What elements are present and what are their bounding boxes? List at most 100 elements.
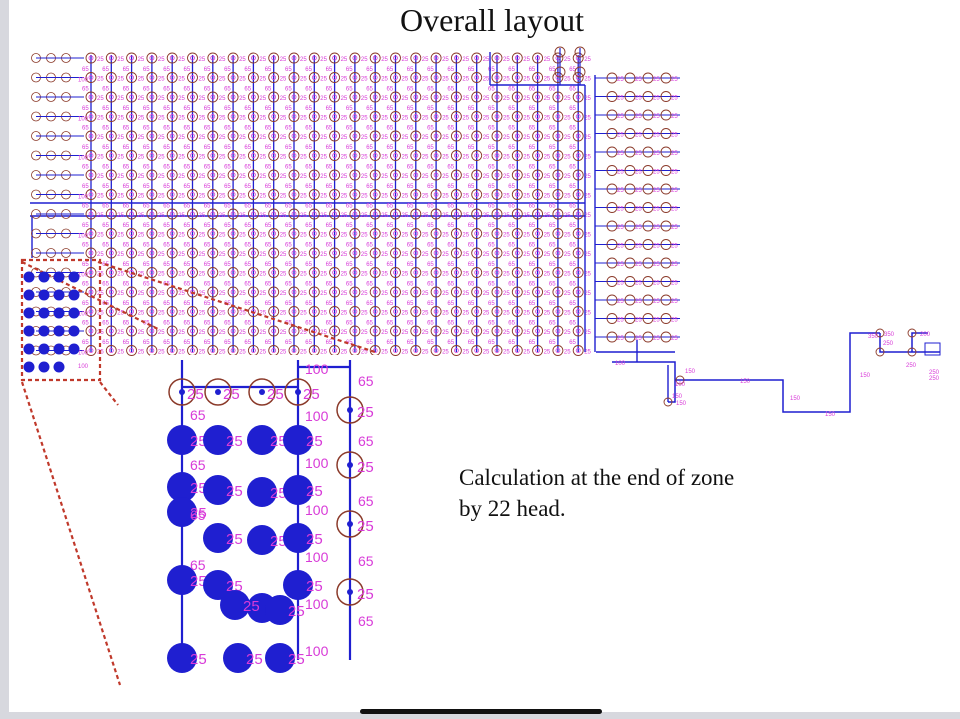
sprinkler-head-icon (433, 153, 439, 158)
branch-pipe-label: 65 (366, 282, 373, 288)
sprinkler-head-icon (552, 72, 564, 83)
sprinkler-head-icon (85, 52, 97, 64)
sprinkler-head-icon (572, 247, 584, 259)
sprinkler-tag: 25 (544, 116, 551, 122)
sprinkler-head-icon (271, 172, 277, 178)
branch-pipe-label: 65 (326, 106, 333, 112)
sprinkler-head-icon (349, 247, 361, 259)
sprinkler-head-icon (372, 309, 378, 314)
branch-pipe-label: 65 (143, 67, 150, 73)
sprinkler-head-icon (552, 169, 564, 181)
sprinkler-tag: 25 (303, 386, 320, 403)
sprinkler-head-icon (511, 130, 523, 142)
branch-pipe-label: 65 (82, 106, 89, 112)
sprinkler-tag: 25 (300, 116, 307, 122)
sprinkler-head-icon (88, 250, 94, 256)
branch-pipe-label: 65 (265, 87, 272, 93)
sprinkler-head-icon (85, 306, 97, 317)
branch-pipe-label: 65 (305, 106, 312, 112)
sprinkler-tag: 25 (199, 116, 206, 122)
sprinkler-tag: 25 (617, 207, 624, 213)
sprinkler-head-icon (606, 313, 618, 324)
sprinkler-tag: 25 (544, 330, 551, 336)
branch-pipe-label: 65 (366, 87, 373, 93)
sprinkler-head-icon (248, 378, 276, 406)
flowing-head-icon (167, 643, 197, 673)
sprinkler-head-icon (474, 114, 480, 119)
sprinkler-tag: 25 (320, 57, 327, 63)
sprinkler-head-icon (291, 55, 297, 61)
sprinkler-tag: 25 (442, 350, 449, 356)
sprinkler-tag: 25 (239, 174, 246, 180)
sprinkler-head-icon (572, 325, 584, 337)
sprinkler-head-icon (471, 169, 483, 181)
branch-pipe-label: 65 (346, 243, 353, 249)
sprinkler-head-icon (129, 114, 134, 119)
sprinkler-head-icon (227, 111, 239, 122)
branch-pipe-label: 65 (529, 106, 536, 112)
sprinkler-tag: 25 (483, 174, 490, 180)
branch-pipe-label: 65 (204, 87, 211, 93)
sprinkler-head-icon (271, 55, 277, 61)
sprinkler-head-icon (210, 172, 216, 178)
branch-pipe-label: 65 (529, 301, 536, 307)
sprinkler-head-icon (511, 169, 523, 181)
sprinkler-head-icon (332, 231, 338, 236)
sprinkler-head-icon (474, 94, 480, 100)
cross-main-label: 100 (305, 455, 329, 471)
sprinkler-tag: 25 (239, 57, 246, 63)
sprinkler-tag: 25 (361, 233, 368, 239)
sprinkler-head-icon (393, 172, 398, 178)
branch-pipe-label: 65 (285, 243, 292, 249)
sprinkler-head-icon (642, 128, 654, 139)
sprinkler-tag: 25 (117, 330, 124, 336)
sprinkler-tag: 25 (402, 77, 409, 83)
branch-pipe-label: 65 (427, 184, 434, 190)
sprinkler-head-icon (433, 328, 439, 334)
sprinkler-tag: 25 (138, 135, 145, 141)
sprinkler-head-icon (169, 114, 175, 119)
sprinkler-tag: 25 (442, 233, 449, 239)
sprinkler-tag: 25 (564, 57, 571, 63)
sprinkler-head-icon (288, 306, 300, 317)
sprinkler-head-icon (347, 407, 353, 413)
sprinkler-tag: 25 (361, 77, 368, 83)
sprinkler-tag: 25 (361, 96, 368, 102)
sprinkler-head-icon (474, 270, 480, 275)
sprinkler-head-icon (555, 328, 561, 334)
branch-pipe-label: 65 (265, 321, 272, 327)
sprinkler-head-icon (514, 172, 520, 178)
note-line-2: by 22 head. (459, 496, 566, 521)
sprinkler-tag: 25 (320, 233, 327, 239)
cross-main-label: 100 (78, 234, 89, 240)
sprinkler-tag: 25 (219, 96, 226, 102)
sprinkler-tag: 25 (117, 96, 124, 102)
branch-pipe-label: 65 (102, 126, 109, 132)
branch-pipe-label: 65 (468, 87, 475, 93)
sprinkler-head-icon (660, 239, 672, 250)
branch-pipe-label: 65 (346, 184, 353, 190)
sprinkler-head-icon (352, 250, 358, 256)
sprinkler-tag: 25 (653, 225, 660, 231)
sprinkler-head-icon (271, 153, 277, 158)
sprinkler-tag: 25 (584, 233, 591, 239)
sprinkler-head-icon (190, 114, 195, 119)
sprinkler-head-icon (105, 91, 117, 103)
branch-pipe-label: 65 (387, 223, 394, 229)
sprinkler-head-icon (606, 257, 618, 269)
sprinkler-head-icon (624, 72, 636, 84)
sprinkler-head-icon (393, 250, 398, 256)
sprinkler-head-icon (393, 211, 398, 217)
branch-pipe-label: 65 (549, 243, 556, 249)
branch-pipe-label: 65 (508, 184, 515, 190)
sprinkler-tag: 25 (671, 96, 678, 102)
flowing-head-icon (38, 361, 50, 373)
branch-pipe-label: 65 (346, 223, 353, 229)
branch-pipe-label: 65 (204, 282, 211, 288)
sprinkler-tag: 25 (341, 116, 348, 122)
sprinkler-tag: 25 (671, 225, 678, 231)
branch-pipe-label: 65 (265, 340, 272, 346)
callout-leader (21, 261, 161, 331)
sprinkler-tag: 25 (199, 350, 206, 356)
sprinkler-head-icon (291, 211, 297, 217)
